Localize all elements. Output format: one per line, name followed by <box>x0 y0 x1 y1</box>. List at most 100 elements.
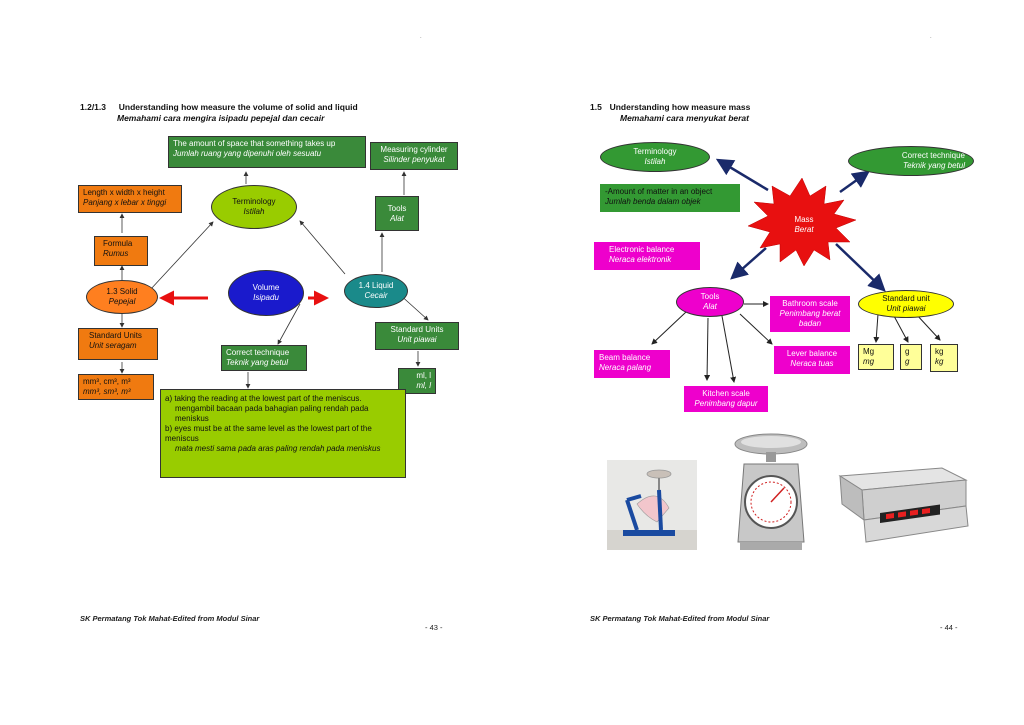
unit-kg-en: kg <box>935 347 944 356</box>
electronic-balance-box: Electronic balance Neraca elektronik <box>594 242 700 270</box>
section-title-en: Understanding how measure the volume of … <box>118 102 358 112</box>
units-solid-en: mm³, cm³, m³ <box>83 377 131 386</box>
liquid-oval: 1.4 Liquid Cecair <box>344 274 408 308</box>
unit-mg-en: Mg <box>863 347 875 356</box>
lever-balance-en: Lever balance <box>786 349 838 358</box>
solid-oval: 1.3 Solid Pepejal <box>86 280 158 314</box>
bathroom-scale-box: Bathroom scale Penimbang berat badan <box>770 296 850 332</box>
standard-units-solid-en: Standard Units <box>89 331 142 340</box>
kitchen-scale-ms: Penimbang dapur <box>694 399 758 408</box>
terminology-en: Terminology <box>232 197 276 206</box>
lever-balance-box: Lever balance Neraca tuas <box>774 346 850 374</box>
lever-balance-ms: Neraca tuas <box>790 359 834 368</box>
standard-units-solid-box: Standard Units Unit seragam <box>78 328 158 360</box>
definition-en: -Amount of matter in an object <box>605 187 713 196</box>
formula-ms: Rumus <box>103 249 129 258</box>
definition-box: The amount of space that something takes… <box>168 136 366 168</box>
standard-units-liquid-en: Standard Units <box>390 325 444 334</box>
unit-mg-box: Mg mg <box>858 344 894 370</box>
measuring-cylinder-box: Measuring cylinder Silinder penyukat <box>370 142 458 170</box>
terminology-oval: Terminology Istilah <box>600 142 710 172</box>
correct-technique-ms: Teknik yang betul <box>903 161 965 170</box>
terminology-en: Terminology <box>633 147 677 156</box>
section-title: 1.2/1.3 Understanding how measure the vo… <box>80 102 440 113</box>
section-title-en: Understanding how measure mass <box>609 102 751 112</box>
bathroom-scale-en: Bathroom scale <box>782 299 838 308</box>
formula-text-ms: Panjang x lebar x tinggi <box>83 198 167 207</box>
section-number: 1.2/1.3 <box>80 102 106 112</box>
correct-technique-oval: Correct technique Teknik yang betul <box>848 146 974 176</box>
page-number: - 43 - <box>425 623 443 632</box>
units-liquid-box: ml, l ml, l <box>398 368 436 394</box>
terminology-ms: Istilah <box>243 207 265 216</box>
kitchen-scale-en: Kitchen scale <box>702 389 750 398</box>
tools-ms: Alat <box>703 302 717 311</box>
correct-technique-en: Correct technique <box>226 348 290 357</box>
measuring-cylinder-ms: Silinder penyukat <box>383 155 445 164</box>
technique-a-ms: mengambil bacaan pada bahagian paling re… <box>175 404 369 423</box>
solid-ms: Pepejal <box>108 297 136 306</box>
terminology-ms: Istilah <box>644 157 666 166</box>
correct-technique-ms: Teknik yang betul <box>226 358 288 367</box>
definition-ms: Jumlah benda dalam objek <box>605 197 701 206</box>
page-43: . 1.2/1.3 Understanding how measure the … <box>78 34 459 632</box>
section-title-ms: Memahami cara mengira isipadu pepejal da… <box>117 113 325 123</box>
definition-en: The amount of space that something takes… <box>173 139 336 148</box>
standard-units-solid-ms: Unit seragam <box>89 341 137 350</box>
formula-en: Formula <box>103 239 133 248</box>
volume-ms: Isipadu <box>253 293 279 302</box>
section-number: 1.5 <box>590 102 602 112</box>
bathroom-scale-ms: Penimbang berat badan <box>779 309 841 328</box>
technique-a-en: a) taking the reading at the lowest part… <box>165 394 362 403</box>
beam-balance-box: Beam balance Neraca palang <box>594 350 670 378</box>
electronic-balance-ms: Neraca elektronik <box>609 255 672 264</box>
units-solid-ms: mm³, sm³, m³ <box>83 387 131 396</box>
footer: SK Permatang Tok Mahat-Edited from Modul… <box>80 614 260 623</box>
standard-unit-en: Standard unit <box>882 294 930 303</box>
page-dot: . <box>420 34 422 40</box>
standard-units-liquid-box: Standard Units Unit piawai <box>375 322 459 350</box>
tools-oval: Tools Alat <box>676 287 744 317</box>
tools-en: Tools <box>387 204 407 213</box>
definition-ms: Jumlah ruang yang dipenuhi oleh sesuatu <box>173 149 322 158</box>
kitchen-scale-picture <box>734 433 808 550</box>
unit-mg-ms: mg <box>863 357 875 366</box>
kitchen-scale-box: Kitchen scale Penimbang dapur <box>684 386 768 412</box>
unit-g-box: g g <box>900 344 922 370</box>
page-dot: . <box>930 34 932 40</box>
electronic-balance-picture <box>838 467 969 543</box>
standard-unit-oval: Standard unit Unit piawai <box>858 290 954 318</box>
technique-b-ms: mata mesti sama pada aras paling rendah … <box>175 444 381 453</box>
technique-text-box: a) taking the reading at the lowest part… <box>160 389 406 478</box>
terminology-oval: Terminology Istilah <box>211 185 297 229</box>
liquid-en: 1.4 Liquid <box>358 281 394 290</box>
correct-technique-box: Correct technique Teknik yang betul <box>221 345 307 371</box>
unit-g-ms: g <box>905 357 910 366</box>
mass-en: Mass <box>794 215 814 224</box>
liquid-ms: Cecair <box>364 291 388 300</box>
footer: SK Permatang Tok Mahat-Edited from Modul… <box>590 614 770 623</box>
tools-en: Tools <box>700 292 720 301</box>
technique-b-en: b) eyes must be at the same level as the… <box>165 424 372 443</box>
page-number: - 44 - <box>940 623 958 632</box>
formula-box: Formula Rumus <box>94 236 148 266</box>
electronic-balance-en: Electronic balance <box>609 245 675 254</box>
volume-oval: Volume Isipadu <box>228 270 304 316</box>
beam-balance-en: Beam balance <box>599 353 651 362</box>
standard-units-liquid-ms: Unit piawai <box>397 335 437 344</box>
measuring-cylinder-en: Measuring cylinder <box>380 145 448 154</box>
mass-label: Mass Berat <box>774 215 834 235</box>
volume-en: Volume <box>252 283 280 292</box>
solid-en: 1.3 Solid <box>106 287 138 296</box>
lever-balance-picture <box>607 460 697 550</box>
section-title-ms: Memahami cara menyukat berat <box>620 113 749 123</box>
tools-ms: Alat <box>390 214 404 223</box>
section-title: 1.5 Understanding how measure mass <box>590 102 910 113</box>
beam-balance-ms: Neraca palang <box>599 363 652 372</box>
units-solid-box: mm³, cm³, m³ mm³, sm³, m³ <box>78 374 154 400</box>
standard-unit-ms: Unit piawai <box>886 304 926 313</box>
unit-g-en: g <box>905 347 910 356</box>
units-liquid-ms: ml, l <box>416 381 431 390</box>
correct-technique-en: Correct technique <box>901 151 965 160</box>
definition-box: -Amount of matter in an object Jumlah be… <box>600 184 740 212</box>
